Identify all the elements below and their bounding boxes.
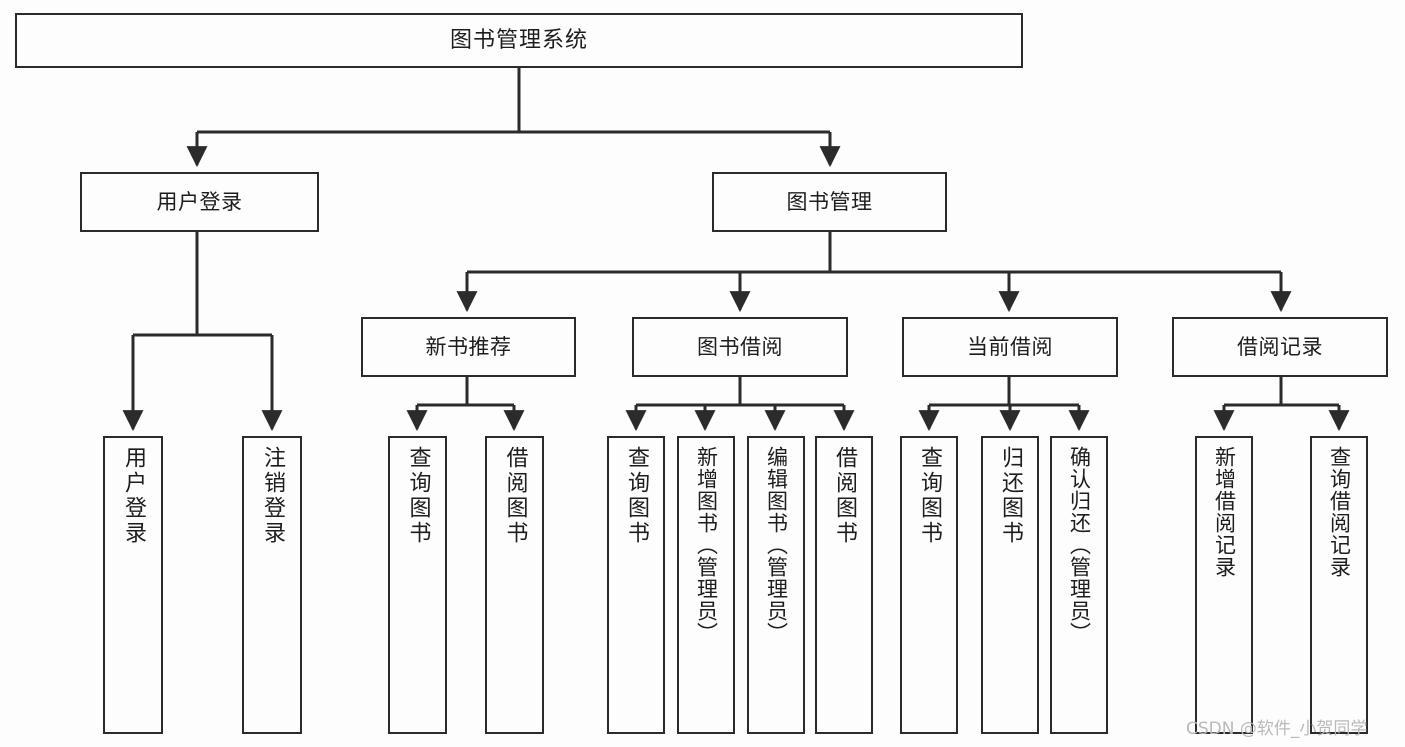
node-leaf-query-book-3-label: 查询图书 xyxy=(917,446,942,546)
node-book-manage-label: 图书管理 xyxy=(786,189,873,214)
csdn-watermark: CSDN @软件_小贺同学 xyxy=(1186,719,1368,739)
node-borrow-record[interactable]: 借阅记录 xyxy=(1172,317,1388,377)
node-leaf-logout[interactable]: 注销登录 xyxy=(242,436,302,734)
node-leaf-user-login[interactable]: 用户登录 xyxy=(103,436,163,734)
node-leaf-edit-book[interactable]: 编辑图书（管理员） xyxy=(747,436,805,734)
node-new-book-rec-label: 新书推荐 xyxy=(425,334,512,359)
node-leaf-user-login-label: 用户登录 xyxy=(121,446,146,546)
node-leaf-edit-book-label: 编辑图书（管理员） xyxy=(764,446,789,644)
node-user-login[interactable]: 用户登录 xyxy=(80,172,319,232)
node-leaf-logout-label: 注销登录 xyxy=(260,446,285,546)
node-leaf-query-book-3[interactable]: 查询图书 xyxy=(900,436,958,734)
node-user-login-label: 用户登录 xyxy=(156,189,243,214)
node-leaf-borrow-book-1-label: 借阅图书 xyxy=(502,446,528,546)
node-leaf-borrow-book-2[interactable]: 借阅图书 xyxy=(815,436,873,734)
node-current-borrow-label: 当前借阅 xyxy=(967,334,1053,359)
node-leaf-borrow-book-1[interactable]: 借阅图书 xyxy=(485,436,544,734)
node-leaf-add-record-label: 新增借阅记录 xyxy=(1212,446,1237,578)
node-leaf-borrow-book-2-label: 借阅图书 xyxy=(832,446,857,546)
node-book-borrow[interactable]: 图书借阅 xyxy=(632,317,848,377)
node-leaf-confirm-return-label: 确认归还（管理员） xyxy=(1067,446,1092,644)
node-leaf-add-book[interactable]: 新增图书（管理员） xyxy=(677,436,735,734)
node-leaf-return-book[interactable]: 归还图书 xyxy=(981,436,1039,734)
node-leaf-query-record-label: 查询借阅记录 xyxy=(1327,446,1352,578)
node-leaf-query-record[interactable]: 查询借阅记录 xyxy=(1310,436,1368,734)
node-current-borrow[interactable]: 当前借阅 xyxy=(902,317,1118,377)
node-root[interactable]: 图书管理系统 xyxy=(15,13,1023,68)
node-leaf-return-book-label: 归还图书 xyxy=(998,446,1023,546)
node-root-label: 图书管理系统 xyxy=(449,27,588,53)
node-leaf-add-book-label: 新增图书（管理员） xyxy=(694,446,719,644)
node-borrow-record-label: 借阅记录 xyxy=(1237,334,1323,359)
node-leaf-query-book-2-label: 查询图书 xyxy=(624,446,649,546)
node-leaf-confirm-return[interactable]: 确认归还（管理员） xyxy=(1050,436,1108,734)
node-book-manage[interactable]: 图书管理 xyxy=(712,172,947,232)
node-leaf-query-book-2[interactable]: 查询图书 xyxy=(607,436,665,734)
node-new-book-rec[interactable]: 新书推荐 xyxy=(361,317,576,377)
node-leaf-add-record[interactable]: 新增借阅记录 xyxy=(1195,436,1253,734)
node-leaf-query-book-1[interactable]: 查询图书 xyxy=(388,436,447,734)
node-leaf-query-book-1-label: 查询图书 xyxy=(405,446,431,546)
node-book-borrow-label: 图书借阅 xyxy=(697,334,783,359)
